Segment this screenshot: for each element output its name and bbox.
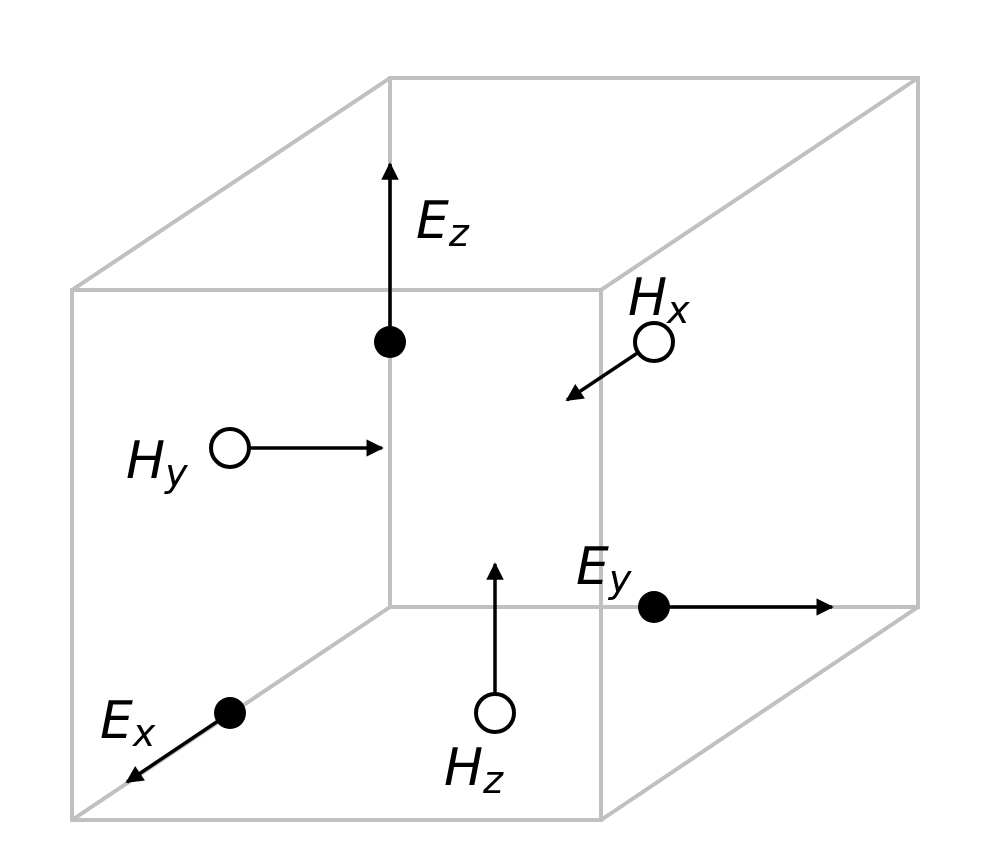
ez-dot — [374, 326, 406, 358]
ez-label: Ez — [416, 191, 470, 255]
hz-label: Hz — [444, 738, 504, 802]
hy-circle — [209, 427, 251, 469]
hx-label: Hx — [628, 268, 690, 332]
hz-component: Hz — [444, 562, 516, 802]
hz-circle — [474, 692, 516, 734]
ex-arrow — [125, 711, 231, 784]
ey-dot — [638, 591, 670, 623]
edge-bottom-right — [599, 605, 920, 822]
ey-label: Ey — [576, 537, 632, 601]
edge-top-right — [599, 76, 920, 292]
hx-component: Hx — [565, 268, 690, 402]
ex-dot — [214, 697, 246, 729]
hy-label: Hy — [126, 431, 188, 495]
ex-label: Ex — [100, 691, 156, 755]
ey-component: Ey — [576, 537, 834, 623]
hx-circle — [633, 321, 675, 363]
ez-component: Ez — [374, 162, 470, 358]
front-face — [70, 288, 603, 822]
hy-component: Hy — [126, 427, 384, 495]
ex-component: Ex — [100, 691, 246, 784]
edge-top-left — [70, 76, 392, 292]
